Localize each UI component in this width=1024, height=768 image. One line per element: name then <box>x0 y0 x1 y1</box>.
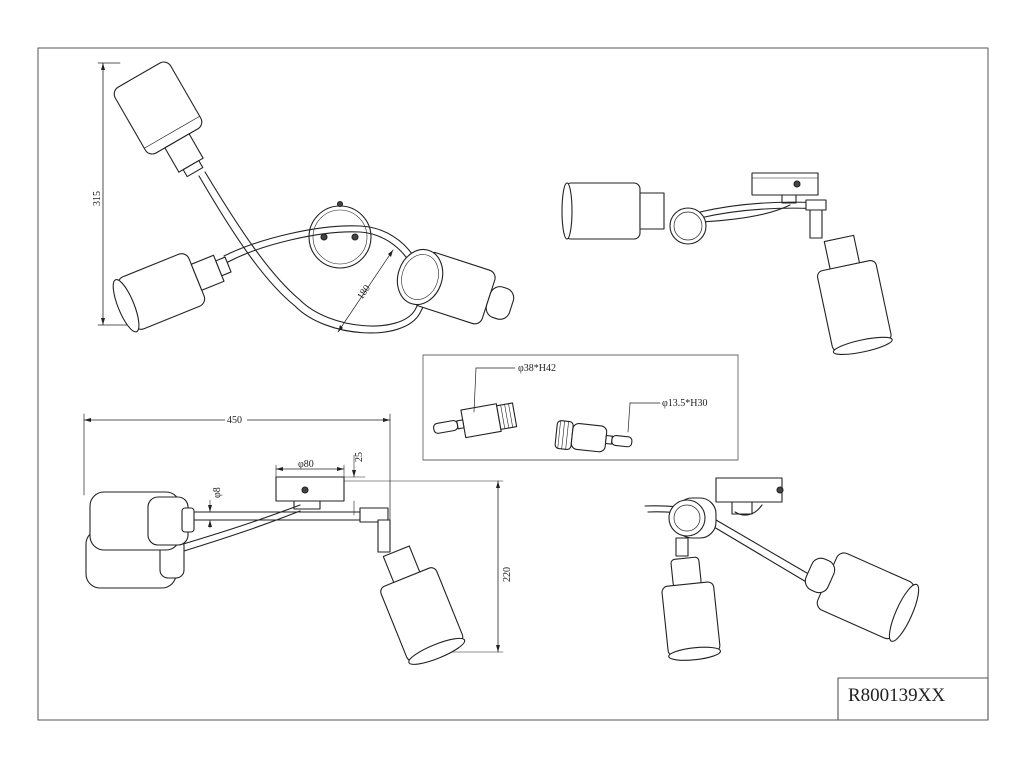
socket-small-dim: φ13.5*H30 <box>662 398 708 409</box>
perspective-view-upper <box>561 172 893 355</box>
perspective-view-lower <box>644 477 920 661</box>
top-view: 315 180 <box>92 61 515 334</box>
top-view-height-dim: 315 <box>92 191 103 206</box>
socket-large-dim: φ38*H42 <box>518 363 556 374</box>
top-view-arm-dim: 180 <box>355 283 373 302</box>
title-block: R800139XX <box>837 677 989 721</box>
front-view-arm-diameter: φ8 <box>212 487 223 498</box>
front-view-height-dim: 220 <box>502 567 513 582</box>
front-view-base-height: 25 <box>354 452 365 462</box>
sheet-border <box>37 47 989 721</box>
front-view-base-diameter: φ80 <box>298 459 314 470</box>
front-view: 450 φ80 25 220 φ8 <box>83 413 513 665</box>
front-view-width-dim: 450 <box>227 415 242 426</box>
model-number: R800139XX <box>848 685 945 706</box>
socket-detail-box: φ38*H42 φ13.5*H30 <box>422 354 739 461</box>
